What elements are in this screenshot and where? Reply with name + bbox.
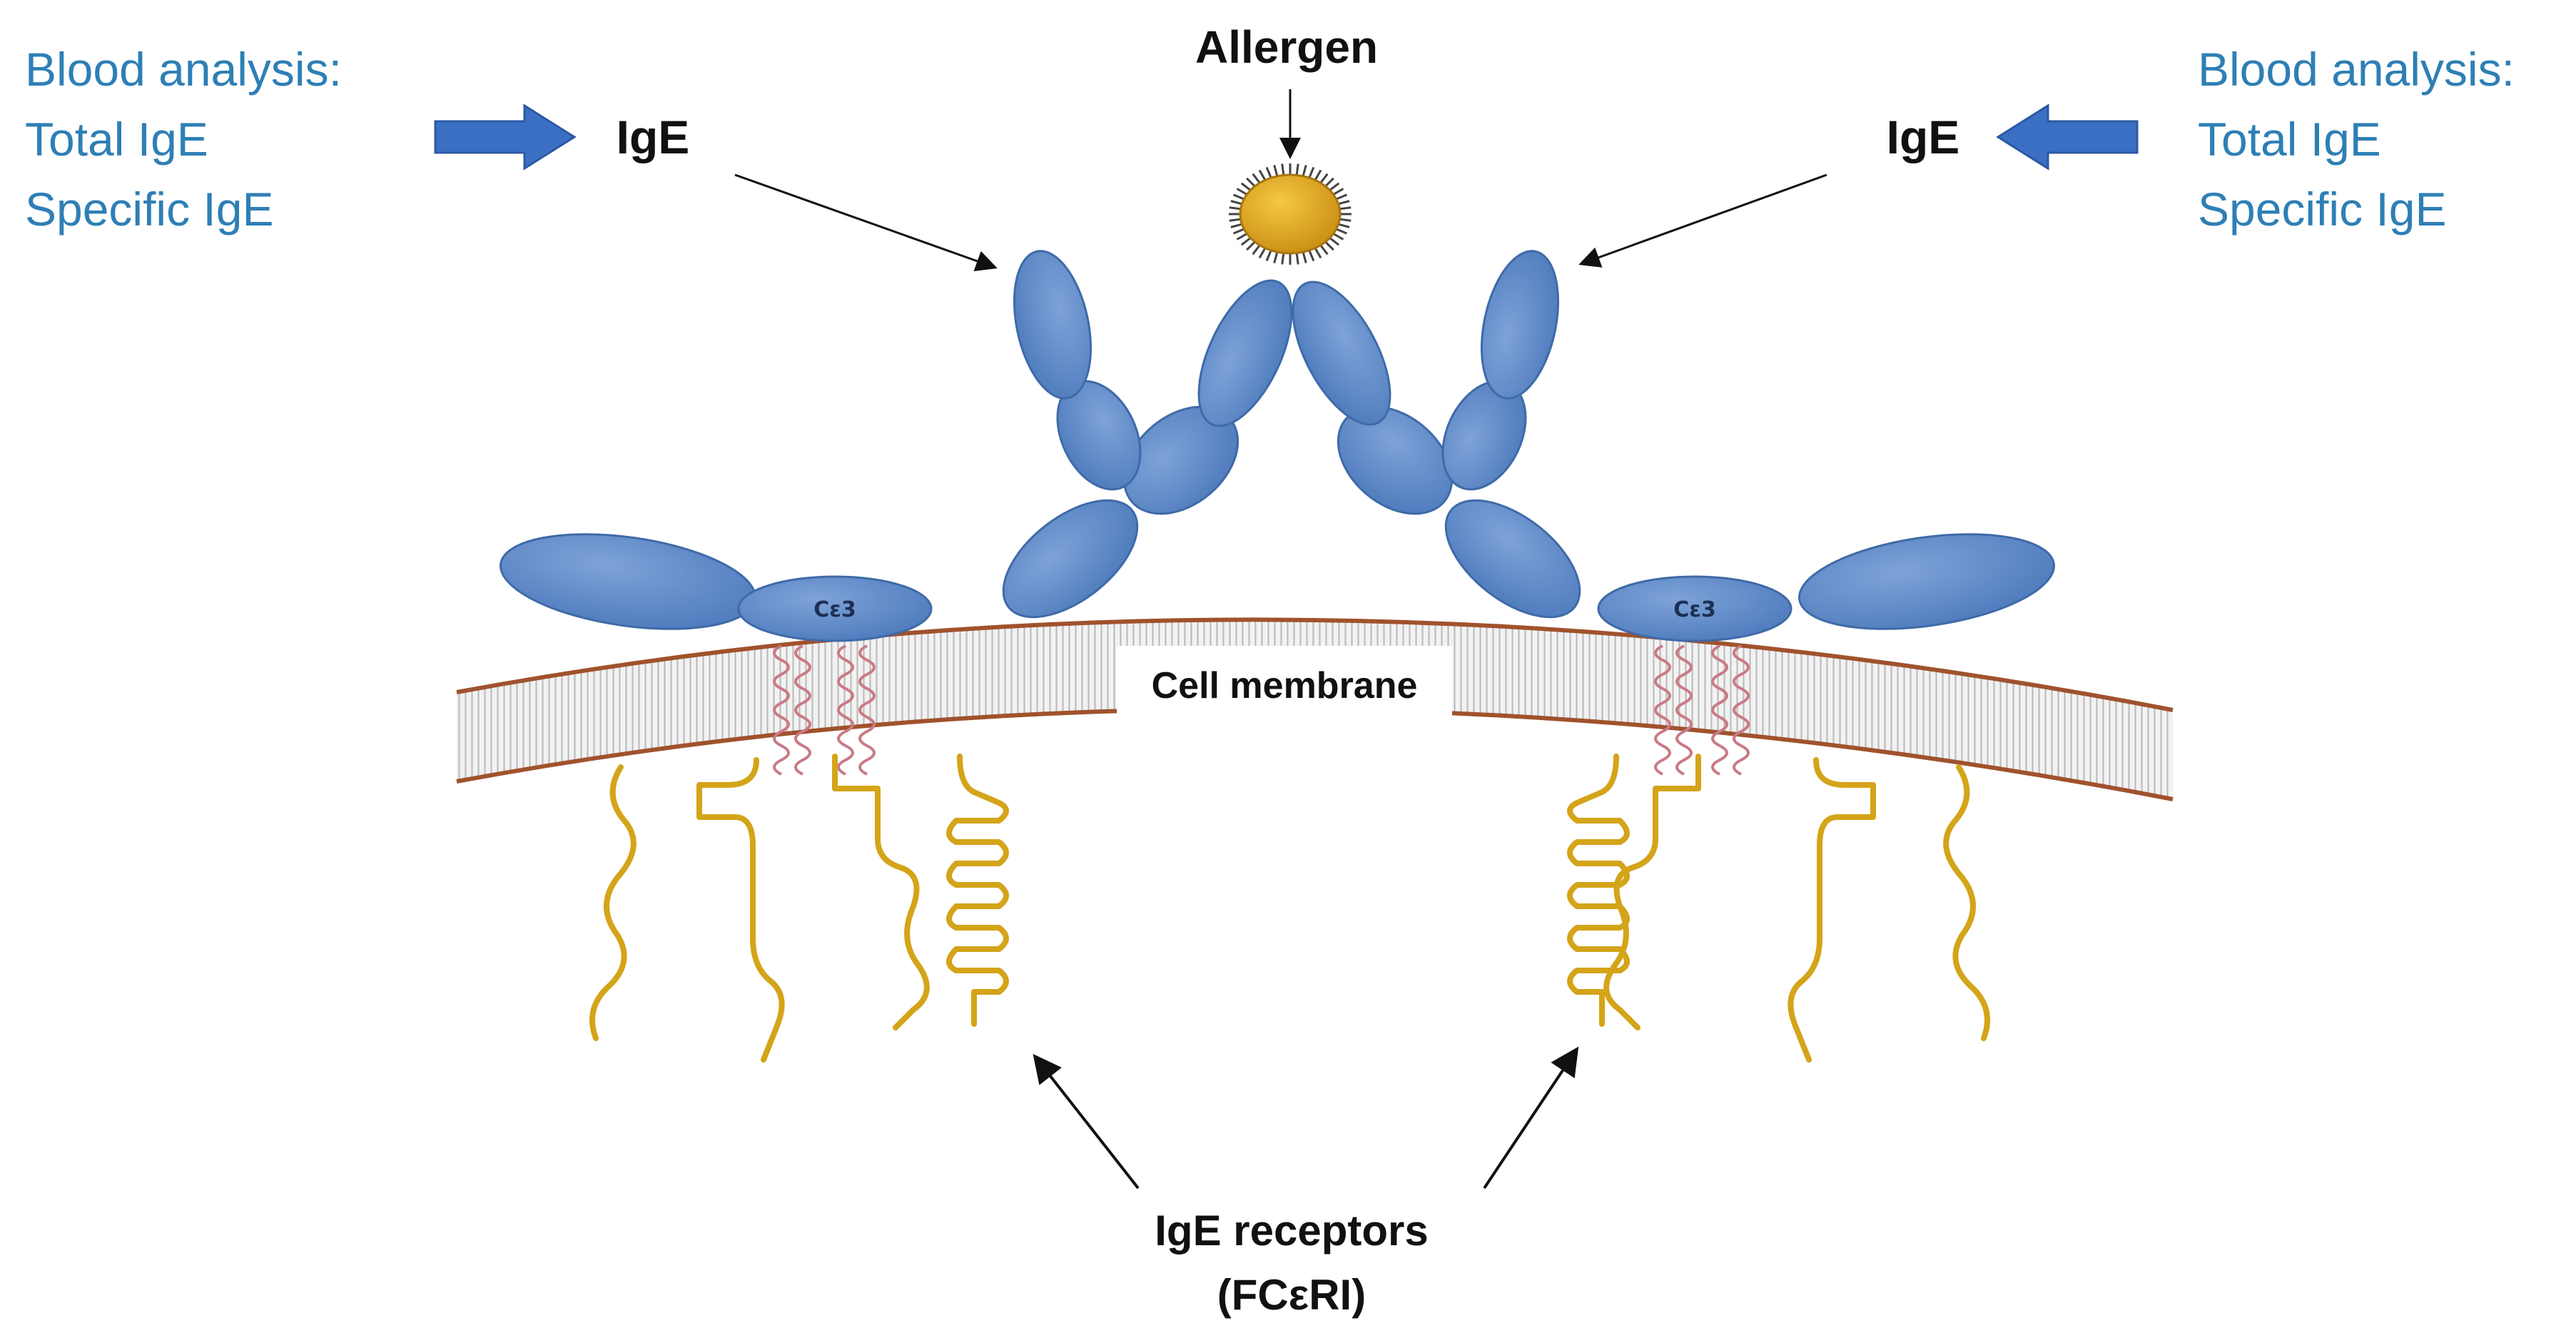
ige-right-pointer-arrow [1578,173,1827,268]
receptor-chains-right [1567,754,1990,1063]
allergen-spike [1232,228,1244,235]
allergen-spike [1258,169,1267,181]
allergen-spike [1281,163,1285,176]
allergen-spike [1336,228,1348,235]
receptor-right-pointer-arrow [1483,1046,1579,1190]
blood-analysis-left-title: Blood analysis: [25,43,342,96]
allergen-spike [1314,247,1322,259]
allergen-spike [1338,223,1350,228]
allergen-spike [1230,223,1242,228]
allergen-spike [1265,166,1272,178]
allergen-spike [1308,250,1315,262]
allergen-spike [1229,218,1241,222]
allergen-spike [1332,188,1344,196]
allergen-spike [1314,169,1322,181]
allergen-label: Allergen [1195,21,1378,73]
allergen-spike [1273,165,1279,177]
transmembrane-helix-right [1654,644,1750,776]
allergen-spike [1240,182,1252,191]
allergen-spike [1246,177,1256,188]
ige-antibody-right: Cε3 [1292,250,2055,642]
ige-left-pointer-arrow [734,173,998,272]
ce3-left-label: Cε3 [813,597,856,622]
allergen-spike [1302,251,1307,263]
blood-analysis-left-specific: Specific IgE [25,183,274,235]
allergen-particle-icon [1229,163,1352,265]
allergen-spike [1240,237,1252,246]
blue-arrow-left-icon [1996,103,2139,171]
allergen-spike [1324,177,1334,188]
ige-receptors-sublabel: (FCεRI) [1217,1271,1366,1319]
allergen-spike [1229,206,1241,211]
allergen-spike [1329,237,1340,246]
allergen-spike [1236,233,1248,240]
allergen-spike [1258,247,1267,259]
allergen-spike [1236,188,1248,196]
allergen-spike [1273,251,1279,263]
transmembrane-helix-left [773,644,876,776]
allergen-spike [1336,193,1348,201]
allergen-spike [1319,244,1329,255]
allergen-spike [1230,200,1242,206]
allergen-spike [1246,240,1256,251]
blood-analysis-right-title: Blood analysis: [2198,43,2515,96]
allergen-spike [1232,193,1244,201]
allergen-spike [1252,244,1261,255]
allergen-spike [1339,206,1352,211]
allergen-spike [1329,182,1340,191]
ige-left-label: IgE [617,111,690,163]
receptor-left-pointer-arrow [1033,1053,1140,1190]
ige-right-label: IgE [1887,111,1960,163]
allergen-spike [1295,163,1299,176]
blood-analysis-right: Blood analysis: Total IgE Specific IgE [2198,43,2515,235]
cell-membrane: Cell membrane [456,617,2174,801]
blue-arrow-right-icon [434,103,577,171]
blood-analysis-right-specific: Specific IgE [2198,183,2447,235]
blood-analysis-left-total: Total IgE [25,113,208,166]
allergen-spike [1319,173,1329,184]
ige-antibody-left: Cε3 [500,250,1293,642]
allergen-spike [1324,240,1334,251]
allergen-spike [1302,165,1307,177]
allergen-spike [1265,250,1272,262]
blood-analysis-right-total: Total IgE [2198,113,2381,166]
allergen-spike [1281,253,1285,265]
allergen-spike [1339,218,1352,222]
ige-receptors-label: IgE receptors [1155,1207,1428,1255]
allergen-spike [1338,200,1350,206]
receptor-chains-left [589,754,1009,1063]
allergen-spike [1332,233,1344,240]
allergen-spike [1295,253,1299,265]
ce3-right-label: Cε3 [1673,597,1716,622]
allergen-spike [1252,173,1261,184]
cell-membrane-label: Cell membrane [1152,665,1418,706]
blood-analysis-left: Blood analysis: Total IgE Specific IgE [25,43,342,235]
allergen-spike [1308,166,1315,178]
